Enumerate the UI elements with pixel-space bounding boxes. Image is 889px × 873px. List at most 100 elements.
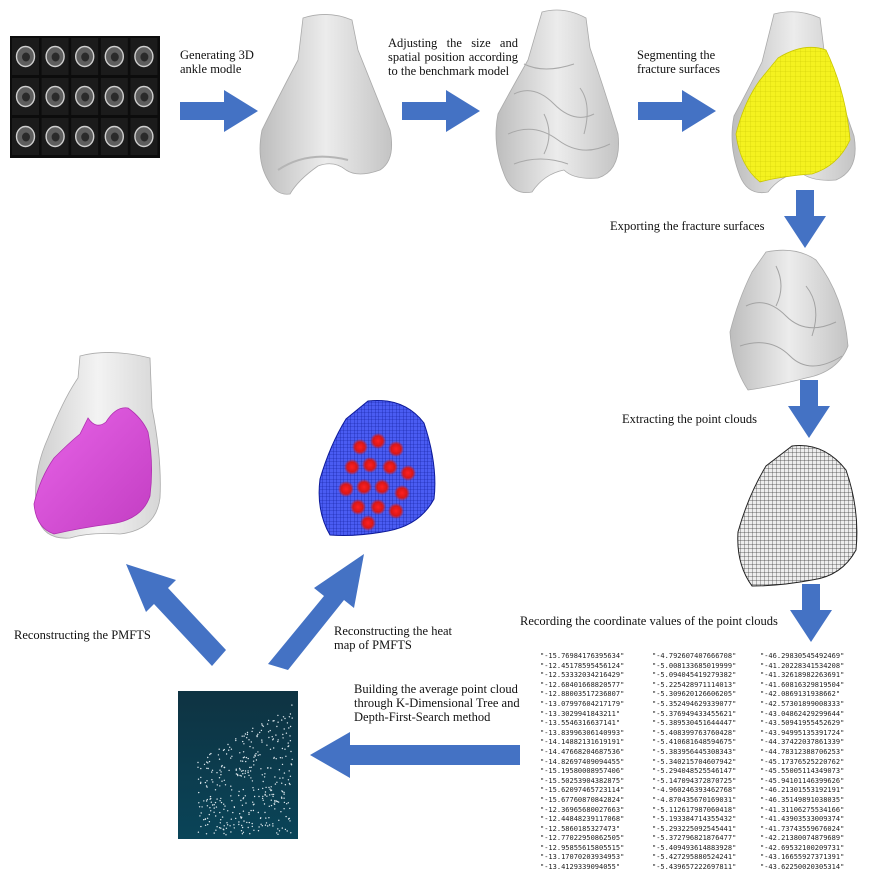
point (286, 803, 288, 805)
point (281, 790, 283, 792)
coordinate-value: "-43.04862429299644" (760, 709, 845, 718)
point (244, 772, 246, 774)
coordinate-value: "-5.293225092545441" (652, 824, 737, 833)
point (279, 777, 281, 779)
heat-spot (338, 481, 354, 497)
point (241, 826, 244, 829)
point (213, 832, 215, 834)
coordinate-value: "-12.44848239117068" (540, 815, 625, 824)
ct-slice-marrow (51, 92, 60, 102)
coordinate-value: "-13.5546316637141" (540, 719, 621, 728)
point (287, 745, 289, 748)
ct-slice-marrow (81, 52, 90, 62)
point (277, 739, 279, 741)
point (261, 797, 264, 800)
point (253, 789, 255, 791)
point (206, 780, 208, 782)
point (209, 753, 211, 756)
point (209, 807, 211, 809)
heat-spot (352, 439, 368, 455)
point (289, 740, 292, 742)
point (272, 793, 275, 796)
point (223, 825, 225, 827)
point (223, 748, 225, 751)
point (262, 799, 264, 801)
point (198, 791, 200, 794)
point (280, 796, 283, 798)
point (281, 719, 283, 721)
point (223, 803, 225, 805)
point (251, 730, 253, 733)
point (288, 727, 290, 729)
point (276, 832, 278, 834)
point (214, 789, 217, 791)
point (282, 737, 284, 739)
heat-spot (362, 457, 378, 473)
point (284, 748, 286, 750)
point (267, 825, 269, 827)
point (229, 746, 231, 748)
point (253, 764, 255, 766)
point (211, 769, 214, 771)
point (240, 830, 243, 832)
point (250, 766, 252, 768)
coordinate-value: "-5.340215704607942" (652, 757, 737, 766)
point (243, 735, 245, 737)
point (206, 786, 208, 788)
point (243, 756, 246, 758)
point (235, 817, 237, 820)
point (249, 770, 252, 772)
coordinate-value: "-41.60816329819504" (760, 680, 845, 689)
point (239, 769, 241, 771)
point (218, 758, 221, 760)
point (232, 811, 234, 814)
point (290, 832, 292, 834)
ct-slice-marrow (51, 132, 60, 142)
point (213, 807, 215, 809)
point (241, 760, 244, 762)
coordinate-value: "-46.35149891038035" (760, 795, 845, 804)
point (279, 757, 282, 759)
point (247, 770, 249, 772)
point (238, 767, 241, 770)
coordinate-value: "-12.88003517236807" (540, 690, 625, 699)
coordinate-value: "-5.193384714355432" (652, 815, 737, 824)
point (242, 769, 244, 772)
point (227, 743, 229, 746)
coordinate-value: "-12.45178595456124" (540, 661, 625, 670)
ct-slice-marrow (81, 132, 90, 142)
label-generating: Generating 3D ankle modle (180, 48, 254, 76)
coordinate-value: "-5.408399763760428" (652, 728, 737, 737)
point (261, 724, 263, 726)
label-reconstructing-heatmap: Reconstructing the heat map of PMFTS (334, 624, 453, 652)
point (283, 808, 285, 810)
point (208, 760, 211, 763)
coordinate-value: "-15.19580008957406" (540, 767, 625, 776)
point (248, 739, 250, 741)
point (219, 785, 221, 787)
point (219, 811, 221, 814)
point (259, 731, 261, 734)
point (209, 795, 212, 798)
point (219, 822, 221, 824)
label-segmenting: Segmenting the fracture surfaces (637, 48, 720, 76)
point (282, 716, 285, 718)
point (274, 799, 276, 802)
ankle-model-3d (259, 14, 393, 195)
point (257, 788, 260, 791)
point (252, 787, 254, 789)
point (250, 809, 252, 812)
point (230, 795, 232, 797)
coordinate-value: "-44.78312388706253" (760, 747, 845, 756)
point (277, 721, 279, 723)
point (200, 767, 202, 770)
point (233, 824, 235, 826)
coordinate-value: "-45.94101146399626" (760, 776, 845, 785)
point (268, 786, 270, 789)
coordinate-value: "-46.21301553192191" (760, 786, 845, 795)
point (257, 733, 259, 735)
point (289, 775, 292, 777)
point (284, 784, 287, 786)
point (200, 781, 202, 783)
point (238, 823, 240, 826)
